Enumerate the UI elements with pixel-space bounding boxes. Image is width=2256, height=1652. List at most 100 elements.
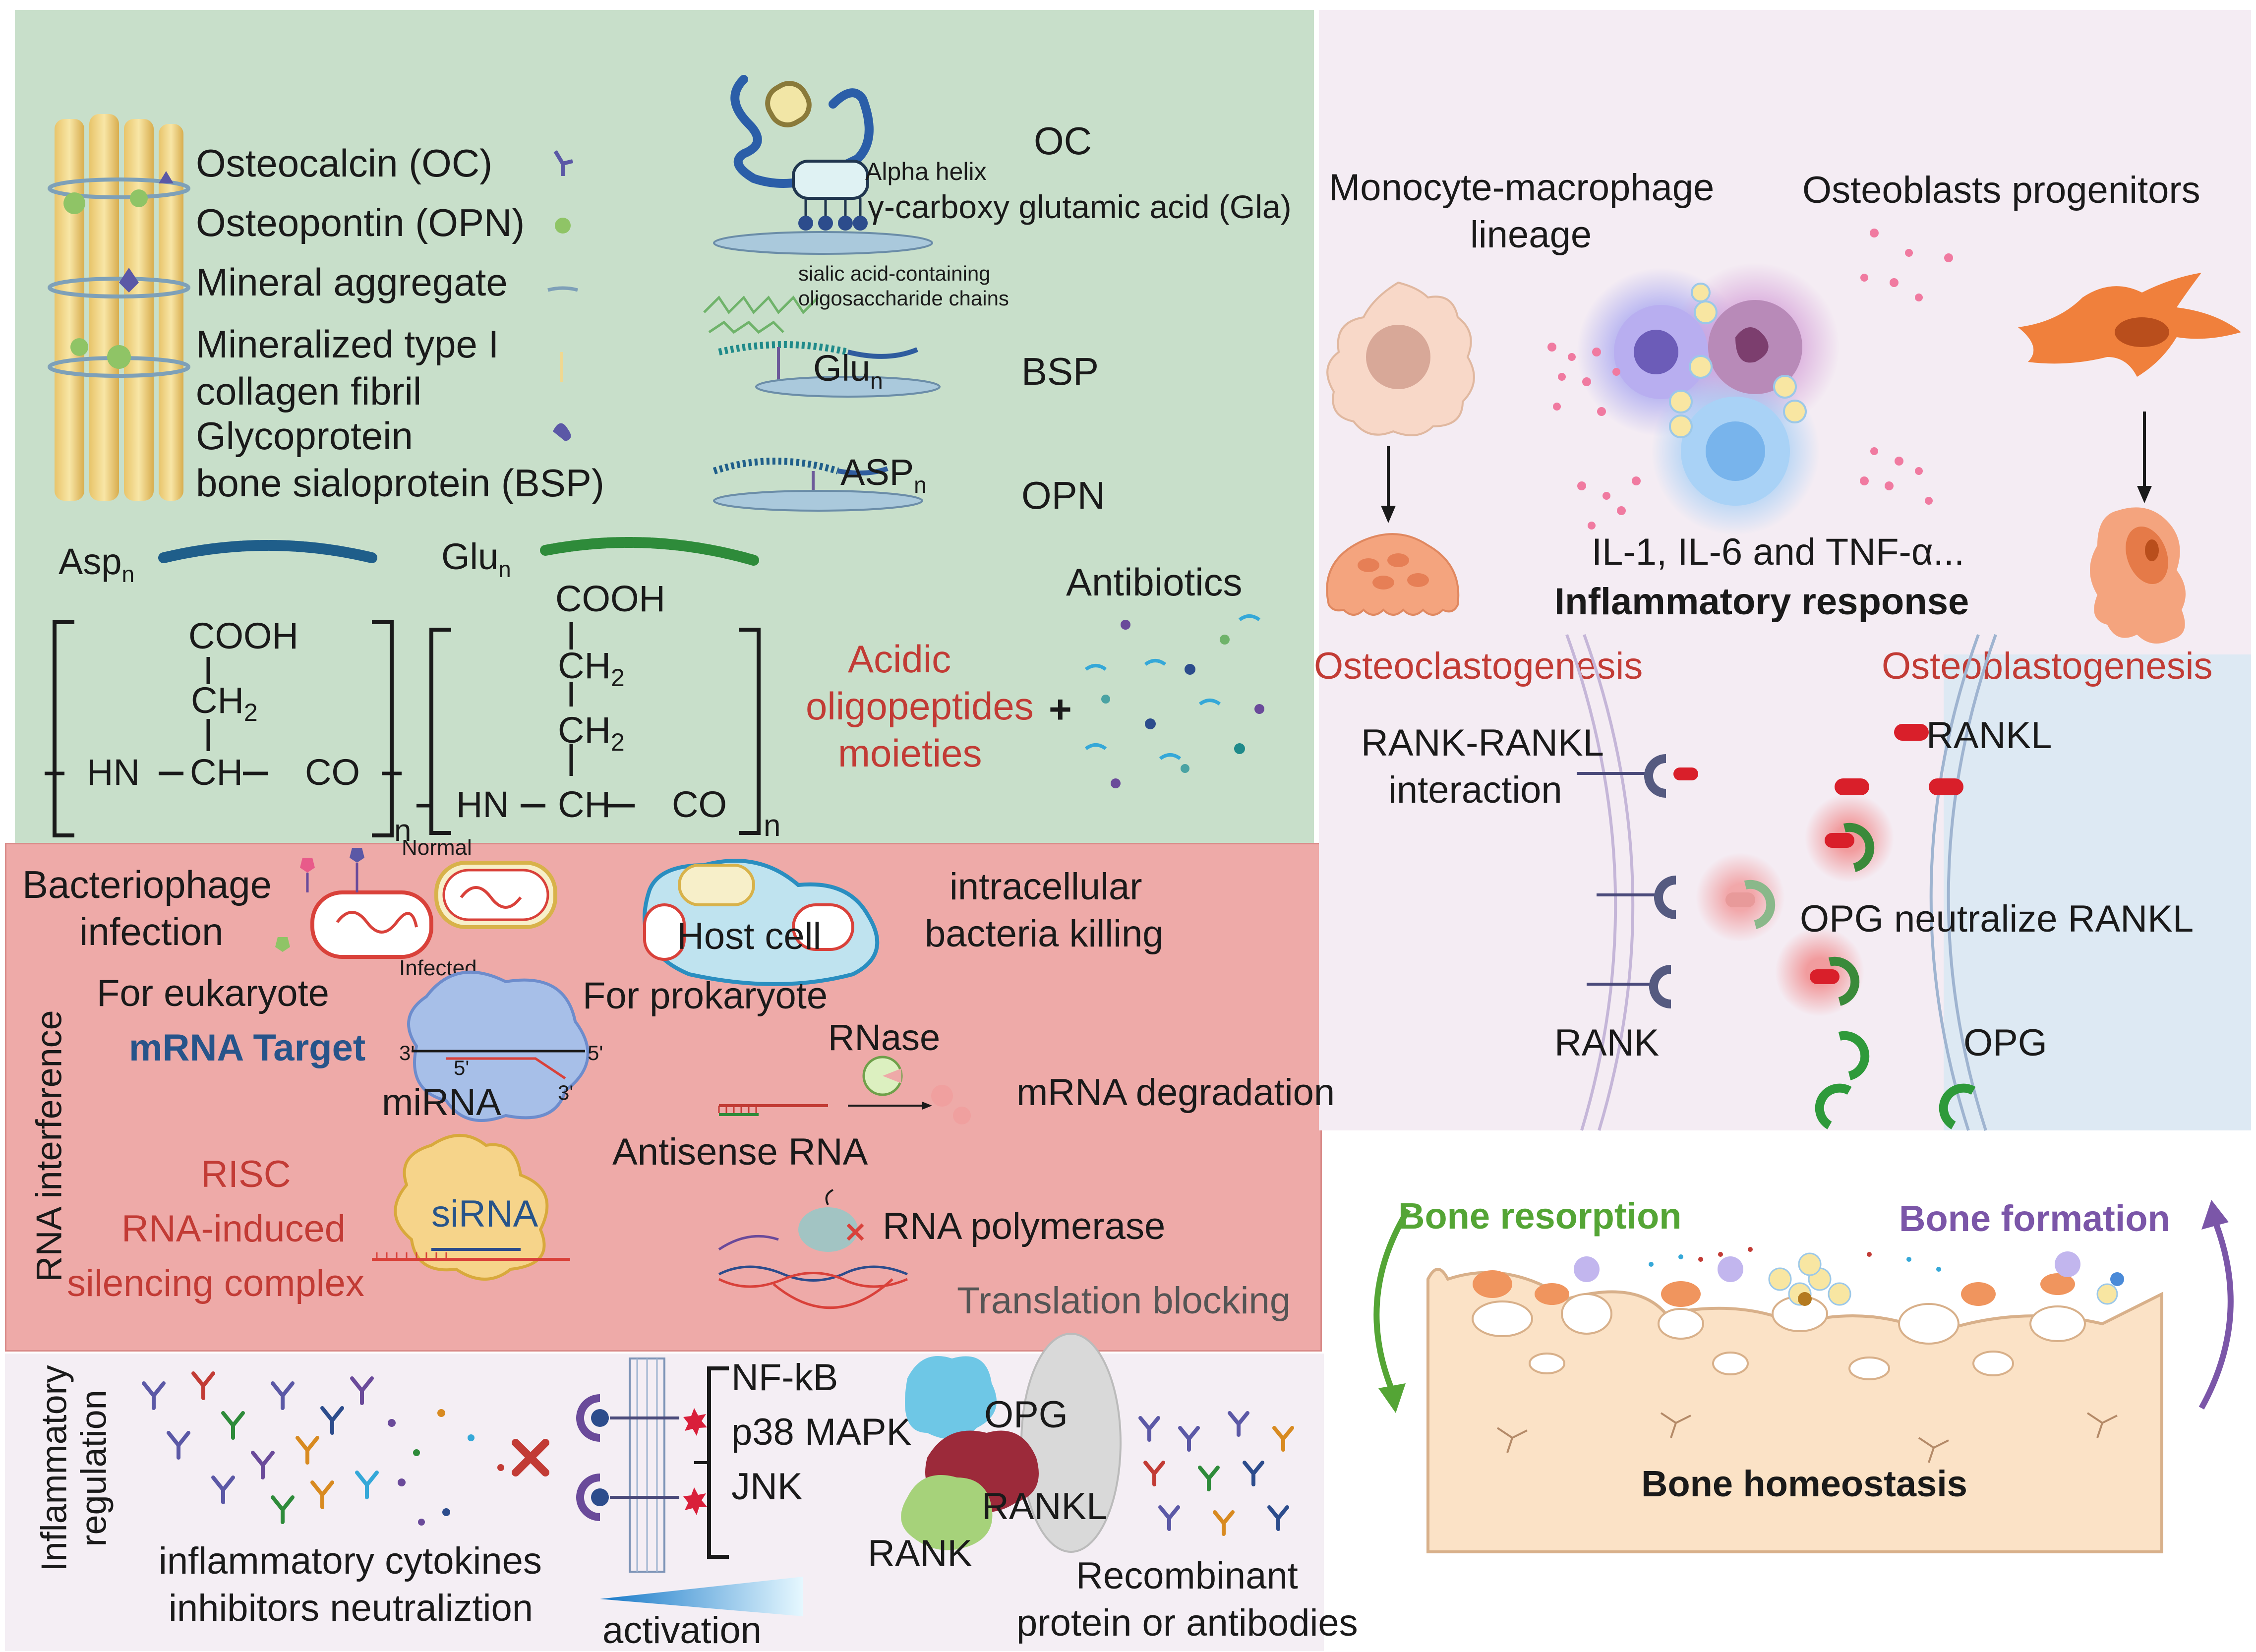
rankl-opg-molecules [1696, 724, 1976, 1129]
legend-icons [547, 150, 578, 441]
legend-osteocalcin: Osteocalcin (OC) [196, 141, 493, 185]
osteoclast-cell [1326, 533, 1460, 616]
resorption-arrow [1373, 1208, 1411, 1413]
osteoblast-progenitor-cell [2018, 273, 2241, 377]
formation-arrow [2198, 1200, 2234, 1410]
opg-neutralize-label: OPG neutralize RANKL [1800, 898, 2194, 940]
matrix-panel [15, 10, 1314, 843]
legend-collagen-2: collagen fibril [196, 369, 422, 413]
bacteriophage-label-1: Bacteriophage [22, 863, 272, 906]
collagen-fibril-illustration [48, 114, 190, 501]
cytokine-list-label: IL-1, IL-6 and TNF-α... [1592, 531, 1965, 573]
bone-tissue [1426, 1247, 2163, 1553]
asp-formula-brackets [45, 620, 402, 837]
legend-mineral-aggregate: Mineral aggregate [196, 260, 508, 304]
opg-cell-label: OPG [1963, 1022, 2047, 1064]
rna-side-label: RNA interference [29, 1010, 69, 1282]
mrna-target-label: mRNA Target [129, 1027, 366, 1069]
rank-receptors [1577, 754, 1698, 1008]
legend-collagen-1: Mineralized type I [196, 322, 499, 366]
legend-osteopontin: Osteopontin (OPN) [196, 201, 525, 244]
monocyte-cell [1326, 281, 1475, 436]
mirna-3prime-b: 3' [558, 1081, 574, 1104]
bsp-structure [703, 295, 941, 398]
rna-polymerase-illustration [718, 1189, 908, 1309]
monocyte-arrow [1381, 446, 1396, 523]
rank-inflam-label: RANK [868, 1533, 973, 1575]
pathway-bracket [694, 1366, 729, 1559]
glu-hn: HN [456, 784, 509, 825]
glu-co: CO [672, 784, 727, 825]
risc-full-2: silencing complex [67, 1262, 364, 1304]
mrna-degradation-label: mRNA degradation [1016, 1071, 1335, 1114]
monocyte-label-1: Monocyte-macrophage [1329, 167, 1715, 209]
rnase-degradation [718, 1056, 971, 1124]
mirna-complex [407, 970, 590, 1122]
glu-ch: CH [558, 784, 611, 825]
rank-rankl-label-1: RANK-RANKL [1361, 722, 1604, 764]
recombinant-antibodies [1138, 1411, 1294, 1536]
asp-n: n [394, 814, 412, 848]
opn-aspn-label: ASPn [840, 452, 927, 498]
bone-resorption-label: Bone resorption [1398, 1195, 1682, 1237]
osteocalcin-structure [713, 75, 933, 255]
cell-membranes [1565, 634, 1997, 1131]
immune-cells-cluster [1577, 263, 1840, 535]
translation-blocking-label: Translation blocking [957, 1280, 1291, 1322]
osteoblast-progenitor-label: Osteoblasts progenitors [1802, 169, 2200, 211]
rank-rankl-label-2: interaction [1388, 769, 1562, 811]
asp-chain-label: Aspn [59, 541, 135, 587]
opg-rankl-complex [901, 1333, 1122, 1553]
mirna-5prime-b: 5' [454, 1056, 470, 1079]
cytokine-dots-left [1547, 343, 1641, 530]
acidic-label-3: moieties [838, 731, 982, 775]
osteoblast-region [1944, 654, 2251, 1130]
asp-ch: CH [190, 752, 243, 793]
rankl-inflam-label: RANKL [982, 1485, 1108, 1528]
bsp-glun-label: Glun [813, 348, 883, 394]
opn-structure [712, 458, 923, 512]
sialic-label-1: sialic acid-containing [798, 262, 991, 285]
mirna-label: miRNA [382, 1081, 501, 1123]
for-prokaryote-label: For prokaryote [583, 975, 828, 1017]
cytokine-dots-right [1860, 229, 1953, 505]
acidic-label-1: Acidic [848, 637, 951, 681]
oc-label: OC [1034, 119, 1092, 163]
osteoclastogenesis-label: Osteoclastogenesis [1314, 645, 1643, 687]
gla-label: γ-carboxy glutamic acid (Gla) [868, 188, 1292, 225]
cytokines-label-2: inhibitors neutraliztion [169, 1587, 534, 1629]
opg-inflam-label: OPG [984, 1394, 1068, 1436]
asp-ch2: CH2 [191, 680, 258, 726]
risc-full-1: RNA-induced [121, 1208, 346, 1250]
rankl-cell-label: RANKL [1926, 714, 2052, 757]
bone-homeostasis-label: Bone homeostasis [1641, 1463, 1967, 1504]
glu-cooh: COOH [555, 578, 665, 619]
for-eukaryote-label: For eukaryote [97, 972, 329, 1014]
bsp-label: BSP [1021, 350, 1099, 393]
host-cell [643, 859, 880, 986]
glu-ch2-2: CH2 [558, 709, 625, 756]
activation-label: activation [602, 1609, 762, 1652]
rnase-label: RNase [828, 1017, 941, 1058]
alpha-helix-label: Alpha helix [865, 158, 987, 185]
risc-label: RISC [201, 1153, 291, 1195]
mirna-5prime-a: 5' [588, 1041, 603, 1064]
glu-ch2-1: CH2 [558, 645, 625, 692]
glu-formula-brackets [416, 622, 761, 835]
plus-sign: + [1049, 687, 1072, 731]
asp-chain-beads [158, 540, 377, 563]
sirna-complex [372, 1134, 570, 1281]
rank-cell-label: RANK [1554, 1022, 1660, 1064]
monocyte-label-2: lineage [1470, 214, 1592, 256]
opn-label: OPN [1021, 473, 1106, 517]
asp-co: CO [305, 752, 360, 793]
inflam-side-label-1: Inflammatory [34, 1365, 74, 1572]
activation-gradient [600, 1577, 803, 1616]
rna-polymerase-label: RNA polymerase [883, 1205, 1166, 1247]
asp-cooh: COOH [188, 615, 298, 656]
jnk-label: JNK [731, 1466, 803, 1508]
sialic-label-2: oligosaccharide chains [798, 287, 1009, 310]
osteoblastogenesis-label: Osteoblastogenesis [1882, 645, 2213, 687]
p38-label: p38 MAPK [731, 1411, 912, 1453]
receptor-membrane [576, 1357, 707, 1573]
